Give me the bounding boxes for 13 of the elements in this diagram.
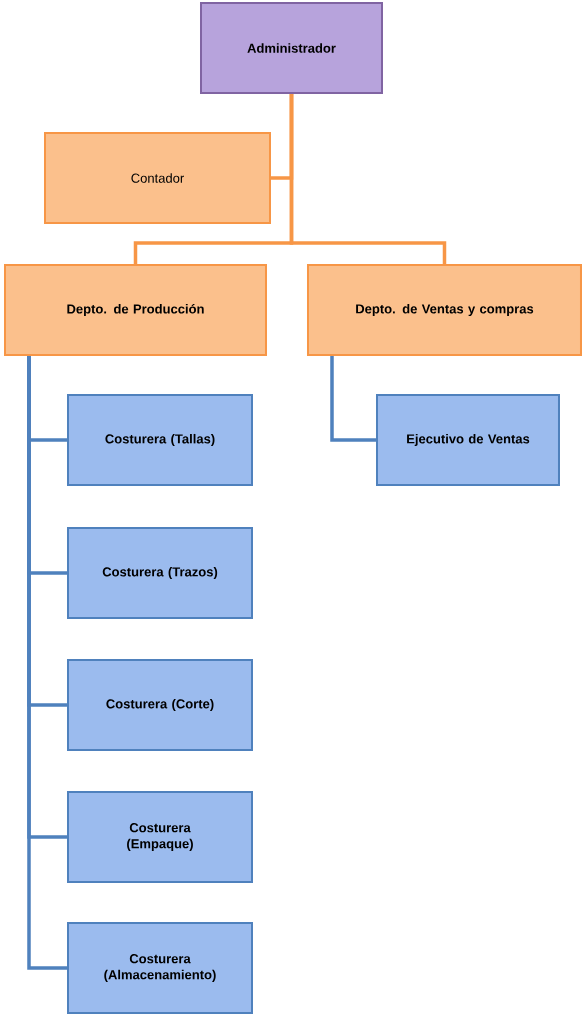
org-box: Administrador — [200, 2, 383, 94]
org-box: Depto. de Ventas y compras — [307, 264, 582, 356]
org-box: Costurera (Empaque) — [67, 791, 253, 883]
connector-line — [27, 356, 67, 970]
org-box: Costurera (Corte) — [67, 659, 253, 751]
connector-line — [289, 94, 447, 264]
org-box: Costurera (Tallas) — [67, 394, 253, 486]
org-box: Costurera (Almacenamiento) — [67, 922, 253, 1014]
org-box: Costurera (Trazos) — [67, 527, 253, 619]
org-box: Ejecutivo de Ventas — [376, 394, 560, 486]
org-box: Contador — [44, 132, 271, 224]
connector-line — [330, 356, 376, 442]
org-box: Depto. de Producción — [4, 264, 267, 356]
